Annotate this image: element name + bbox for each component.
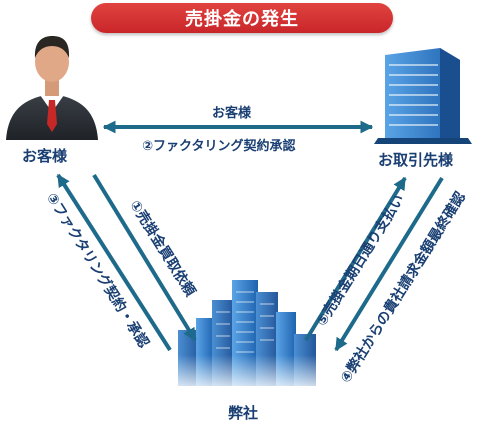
top-edge-label-lower: ②ファクタリング契約承認 bbox=[142, 139, 296, 154]
arrow-step1 bbox=[92, 173, 197, 342]
customer-label: お客様 bbox=[22, 147, 68, 165]
city-buildings-icon bbox=[170, 280, 322, 395]
office-building-icon bbox=[374, 48, 472, 144]
arrow-step3 bbox=[56, 173, 172, 352]
top-edge-label-upper: お客様 bbox=[212, 106, 252, 121]
company-label: 弊社 bbox=[228, 404, 259, 422]
arrow-step5 bbox=[304, 176, 407, 342]
businessman-icon bbox=[6, 36, 98, 140]
partner-label: お取引先様 bbox=[378, 151, 454, 169]
arrow-step4 bbox=[334, 176, 444, 352]
page-title: 売掛金の発生 bbox=[91, 3, 393, 33]
